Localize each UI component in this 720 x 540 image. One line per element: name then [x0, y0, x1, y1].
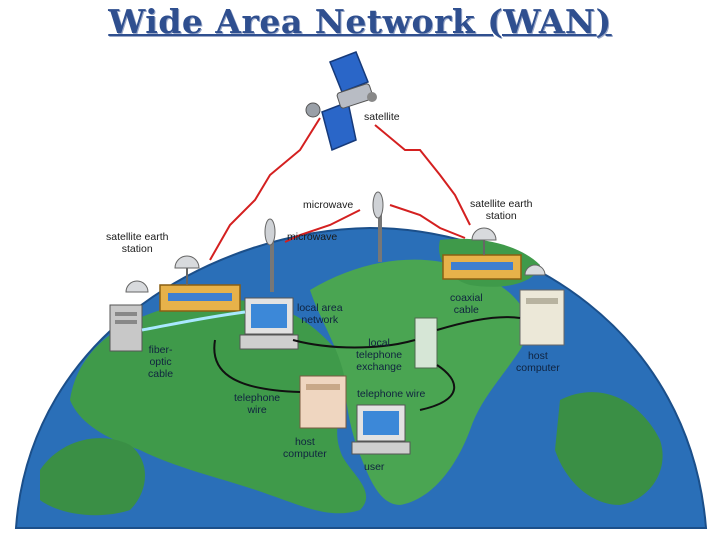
satellite-icon: [305, 51, 377, 152]
telephone-wire-center: [419, 364, 455, 411]
fiber-optic-cable: [141, 310, 246, 332]
link-microwave-left: [284, 209, 361, 243]
link-satellite-left: [209, 117, 321, 261]
label-telephone-wire-center: telephone wire: [357, 388, 426, 400]
telephone-exchange-icon: [414, 317, 438, 369]
microwave-tower-left-icon: [264, 218, 276, 292]
server-left-icon: [109, 304, 143, 352]
label-coaxial: coaxial cable: [450, 292, 483, 316]
landmass-left: [70, 300, 367, 514]
host-computer-center-icon: [299, 375, 347, 429]
dish-left-edge-icon: [125, 280, 149, 293]
diagram-title: Wide Area Network (WAN): [108, 2, 612, 41]
label-earth-station-left: satellite earth station: [106, 231, 169, 255]
microwave-tower-center-icon: [372, 191, 384, 262]
label-host-center: host computer: [283, 436, 327, 460]
earth-station-right-icon: [442, 227, 522, 280]
label-lan: local area network: [297, 302, 343, 326]
earth-station-left-icon: [159, 255, 241, 312]
host-computer-right-icon: [519, 289, 565, 346]
lan-workstation-icon: [239, 297, 299, 350]
label-user: user: [364, 461, 385, 473]
label-microwave-top: microwave: [303, 199, 354, 211]
link-satellite-right: [374, 124, 471, 226]
link-microwave-right: [389, 204, 466, 239]
landmass-west: [40, 438, 145, 516]
label-telephone-exchange: local telephone exchange: [356, 337, 403, 373]
landmass-east: [555, 392, 663, 505]
label-earth-station-right: satellite earth station: [470, 198, 533, 222]
label-satellite: satellite: [364, 111, 400, 123]
label-host-right: host computer: [516, 350, 560, 374]
telephone-wire-left: [213, 339, 301, 393]
label-microwave-left: microwave: [287, 231, 338, 243]
label-telephone-wire-left: telephone wire: [234, 392, 281, 416]
telephone-wire-lan: [292, 339, 416, 349]
user-workstation-icon: [351, 404, 411, 455]
dish-right-edge-icon: [524, 264, 546, 276]
coaxial-cable-link: [436, 316, 521, 331]
label-fiber-optic: fiber- optic cable: [148, 344, 174, 380]
